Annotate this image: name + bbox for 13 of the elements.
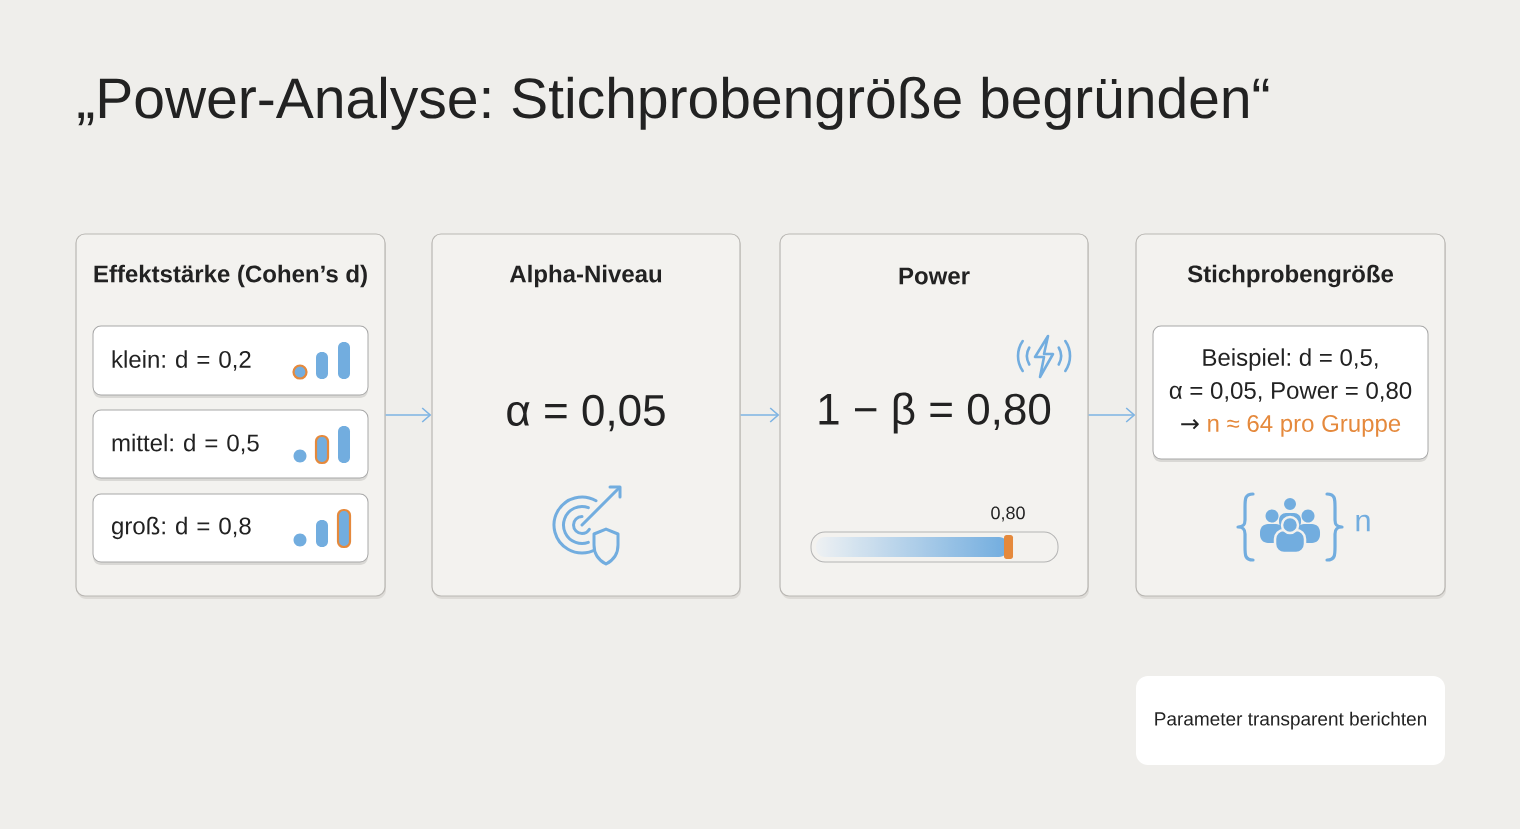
formula: α = 0,05 <box>507 394 665 432</box>
arrow <box>384 407 432 423</box>
card: klein: d = 0,2 <box>92 325 369 398</box>
formula: 1 − β = 0,80 <box>819 392 1051 434</box>
value-label: 0,80 <box>991 506 1025 522</box>
card: groß: d = 0,8 <box>92 493 369 565</box>
card: mittel: d = 0,5 <box>92 409 369 481</box>
note-box: Parameter transparent berichten <box>1136 676 1445 765</box>
arrow <box>739 407 780 423</box>
example-card: Beispiel: d = 0,5, α = 0,05, Power = 0,80 → n ≈ 64 pro Gruppe <box>1152 325 1429 462</box>
title: „Power-Analyse: Stichprobengröße begründen“ <box>78 76 1269 130</box>
arrow <box>1087 407 1136 423</box>
variable-label: n <box>1356 514 1370 532</box>
